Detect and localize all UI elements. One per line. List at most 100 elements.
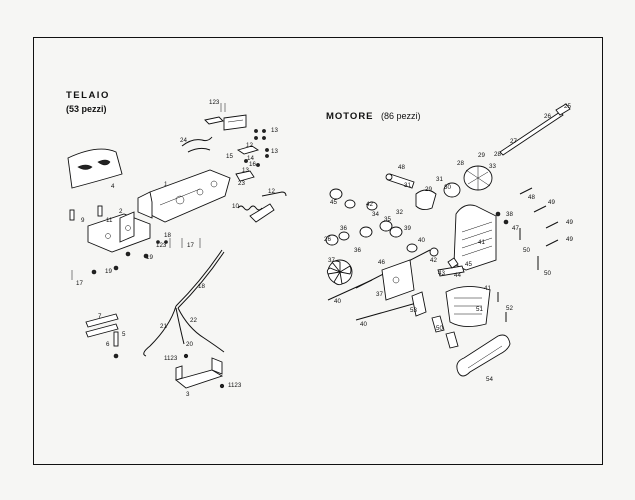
clip-part (236, 145, 260, 155)
label: 3 (186, 391, 190, 398)
pin-part (69, 209, 75, 221)
label: 47 (512, 225, 519, 232)
label: 2 (119, 208, 123, 215)
label: 30 (444, 184, 451, 191)
label: 54 (486, 376, 493, 383)
plate-39 (381, 259, 415, 301)
bracket-51 (445, 286, 491, 327)
label: 34 (372, 211, 379, 218)
label: 28 (457, 160, 464, 167)
label: 27 (510, 138, 517, 145)
label: 1 (164, 181, 168, 188)
label: 19 (146, 254, 153, 261)
label: 1123 (164, 355, 178, 362)
arm-43 (437, 265, 465, 277)
label: 48 (398, 164, 405, 171)
label: 38 (506, 211, 513, 218)
label: 15 (226, 153, 233, 160)
sheet-frame (33, 37, 603, 465)
label: 32 (396, 209, 403, 216)
label: 43 (438, 270, 445, 277)
label: 18 (164, 232, 171, 239)
base-plate (87, 213, 151, 253)
handle-54 (456, 334, 511, 377)
label: 45 (465, 261, 472, 268)
label: 4 (111, 183, 115, 190)
label: 25 (564, 103, 571, 110)
label: 12 (268, 188, 275, 195)
label: 24 (180, 137, 187, 144)
coil-spring (237, 205, 263, 211)
label: 36 (340, 225, 347, 232)
label: 41 (478, 239, 485, 246)
label: 44 (454, 272, 461, 279)
label: 18 (198, 283, 205, 290)
label: 41 (484, 285, 491, 292)
label: 13 (271, 127, 278, 134)
spring-wire (181, 136, 213, 147)
label: 46 (378, 259, 385, 266)
screw-group (220, 103, 269, 167)
label: 49 (548, 199, 555, 206)
label: 50 (436, 325, 443, 332)
bolt-group (495, 187, 559, 322)
label: 33 (489, 163, 496, 170)
label: 13 (271, 148, 278, 155)
motore-title: MOTORE (326, 111, 374, 122)
label: 31 (404, 182, 411, 189)
label: 26 (544, 113, 551, 120)
label: 40 (360, 321, 367, 328)
label: 7 (98, 313, 102, 320)
label: 1123 (228, 382, 242, 389)
label: 53 (410, 307, 417, 314)
screw-row (71, 238, 201, 280)
cable-21 (143, 305, 177, 357)
small-bracket (235, 170, 255, 182)
bushing-25 (555, 103, 571, 116)
label: 48 (528, 194, 535, 201)
label: 14 (247, 155, 254, 162)
clip-7 (85, 313, 119, 328)
label: 5 (122, 331, 126, 338)
fan-37 (326, 259, 353, 286)
label: 29 (425, 186, 432, 193)
label: 26 (324, 236, 331, 243)
motore-piece-count: (86 pezzi) (381, 111, 421, 121)
telaio-piece-count: (53 pezzi) (66, 104, 107, 114)
gear-assembly (415, 165, 493, 211)
label: 37 (376, 291, 383, 298)
label: 37 (328, 257, 335, 264)
shaft-27 (499, 111, 564, 156)
label: 29 (478, 152, 485, 159)
label: 6 (106, 341, 110, 348)
label: 40 (334, 298, 341, 305)
label: 123 (209, 99, 220, 106)
telaio-title: TELAIO (66, 90, 110, 101)
telaio-labels: 123 24 13 12 13 14 16 15 13 4 1 23 12 2 … (76, 99, 278, 398)
label: 17 (76, 280, 83, 287)
bracket-3 (175, 369, 224, 389)
label: 49 (566, 236, 573, 243)
bolt-5 (113, 331, 119, 347)
label: 10 (232, 203, 239, 210)
housing-41 (453, 204, 497, 271)
label: 31 (436, 176, 443, 183)
cable-22 (177, 307, 225, 353)
label: 50 (523, 247, 530, 254)
label: 52 (506, 305, 513, 312)
label: 42 (430, 257, 437, 264)
motore-parts (325, 103, 571, 377)
label: 9 (81, 217, 85, 224)
label: 123 (156, 242, 167, 249)
cable-18 (175, 249, 223, 307)
label: 19 (105, 268, 112, 275)
label: 11 (106, 217, 113, 224)
telaio-parts (67, 103, 287, 389)
bracket-part (204, 116, 224, 125)
hook-part (261, 191, 287, 197)
label: 50 (544, 270, 551, 277)
label: 16 (249, 161, 256, 168)
main-frame (144, 169, 231, 223)
motore-labels: 25 26 27 28 29 30 31 28 48 48 33 31 29 4… (324, 103, 573, 383)
